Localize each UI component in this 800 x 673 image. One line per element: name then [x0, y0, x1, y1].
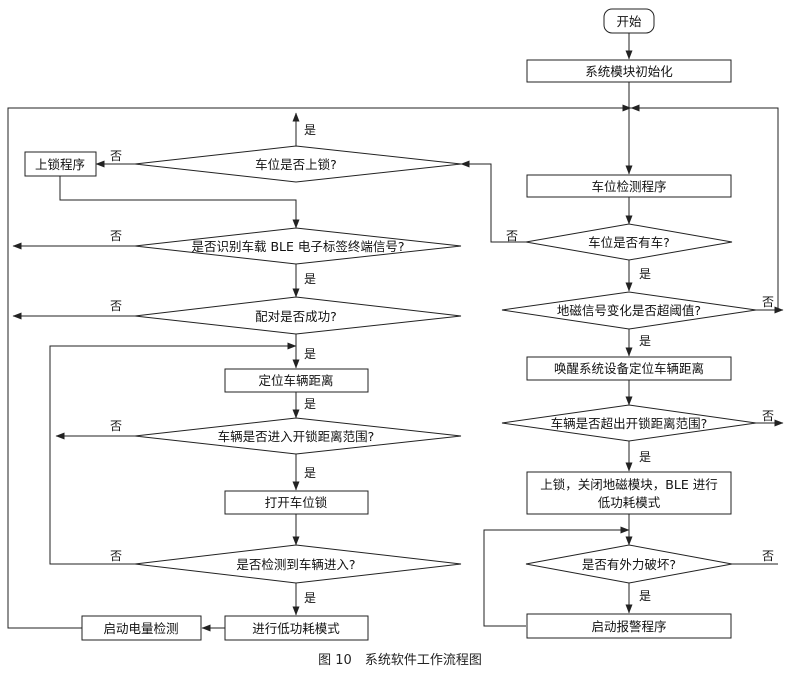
open-lock-label: 打开车位锁: [265, 495, 328, 510]
edge-lockproc-identify: [59, 176, 300, 229]
battery-label: 启动电量检测: [103, 621, 178, 636]
locate-label: 定位车辆距离: [258, 373, 333, 388]
wake-label: 唤醒系统设备定位车辆距离: [554, 361, 704, 376]
external-damage-label: 是否有外力破坏?: [582, 557, 676, 572]
branch-labels: 是 否 是 否 是 否 是 否 是 否 否 是 否 是 是 否 是 否 是: [110, 123, 774, 605]
no-label-exceed: 否: [762, 409, 774, 423]
wake-node: [526, 356, 732, 381]
yes-label-exceed: 是: [639, 450, 651, 464]
yes-label-enter: 是: [304, 466, 316, 480]
no-label-islocked: 否: [110, 149, 122, 163]
no-label-hascar: 否: [506, 229, 518, 243]
has-car-node: [525, 223, 733, 261]
open-lock-node: [224, 490, 369, 515]
pair-ok-node: [134, 296, 462, 335]
yes-label-islocked: 是: [304, 123, 316, 137]
detect-proc-label: 车位检测程序: [591, 179, 666, 194]
yes-label-pair: 是: [304, 347, 316, 361]
start-label: 开始: [616, 14, 642, 29]
yes-label-mag: 是: [639, 334, 651, 348]
pair-ok-label: 配对是否成功?: [255, 309, 337, 324]
alarm-label: 启动报警程序: [591, 619, 666, 634]
identify-ble-node: [134, 227, 462, 265]
yes-label-damage: 是: [639, 589, 651, 603]
mag-change-node: [501, 291, 757, 330]
yes-label-detectenter: 是: [304, 591, 316, 605]
detect-enter-label: 是否检测到车辆进入?: [236, 557, 355, 572]
lock-proc-node: [24, 151, 97, 177]
edge-battery-loop: [7, 104, 632, 629]
yes-label-locate: 是: [304, 397, 316, 411]
lock-lowpower-line2: 低功耗模式: [598, 495, 661, 510]
yes-label-hascar: 是: [639, 267, 651, 281]
low-power-node: [224, 615, 369, 641]
lock-proc-label: 上锁程序: [35, 157, 85, 172]
exceed-range-node: [501, 404, 757, 442]
lock-lowpower-node: [526, 471, 732, 515]
edge-mag-no-loop: [630, 104, 779, 311]
no-label-enter: 否: [110, 419, 122, 433]
exceed-range-label: 车辆是否超出开锁距离范围?: [551, 416, 708, 431]
detect-proc-node: [526, 174, 732, 198]
no-label-mag: 否: [762, 295, 774, 309]
is-locked-node: [134, 145, 462, 183]
init-node: [526, 59, 732, 83]
edge-detectenter-no-loop: [49, 342, 297, 565]
lock-lowpower-line1: 上锁，关闭地磁模块，BLE 进行: [540, 477, 717, 492]
edge-alarm-loop: [483, 526, 630, 627]
alarm-node: [526, 613, 732, 639]
identify-ble-label: 是否识别车载 BLE 电子标签终端信号?: [191, 239, 404, 254]
mag-change-label: 地磁信号变化是否超阈值?: [557, 303, 701, 318]
battery-node: [81, 615, 202, 641]
enter-range-node: [134, 417, 462, 455]
init-label: 系统模块初始化: [585, 64, 673, 79]
locate-node: [224, 368, 369, 393]
no-label-damage: 否: [762, 549, 774, 563]
external-damage-node: [525, 544, 733, 584]
yes-label-identify: 是: [304, 272, 316, 286]
no-label-pair: 否: [110, 299, 122, 313]
edges: [7, 33, 784, 632]
edge-hascar-no: [460, 160, 526, 243]
is-locked-label: 车位是否上锁?: [255, 157, 337, 172]
start-node: [603, 8, 655, 34]
enter-range-label: 车辆是否进入开锁距离范围?: [218, 429, 375, 444]
detect-enter-node: [134, 544, 462, 584]
figure-caption: 图 10 系统软件工作流程图: [318, 653, 482, 668]
no-label-identify: 否: [110, 229, 122, 243]
nodes: 开始 系统模块初始化 车位检测程序 车位是否有车? 地磁信号变化是否超阈值? 唤…: [24, 8, 757, 641]
low-power-label: 进行低功耗模式: [252, 621, 340, 636]
no-label-detectenter: 否: [110, 549, 122, 563]
has-car-label: 车位是否有车?: [588, 235, 670, 250]
